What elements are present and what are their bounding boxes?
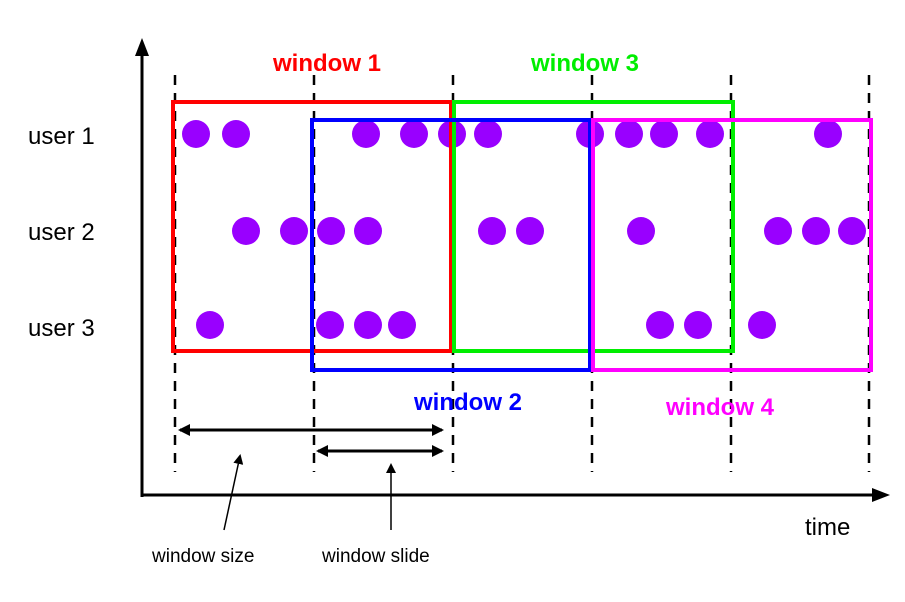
x-axis-arrowhead xyxy=(872,488,890,502)
x-axis-label: time xyxy=(805,514,850,541)
event-dot-user2 xyxy=(317,217,345,245)
user-2-label: user 2 xyxy=(28,219,95,246)
event-dot-user2 xyxy=(280,217,308,245)
event-dot-user1 xyxy=(222,120,250,148)
event-dot-user3 xyxy=(196,311,224,339)
event-dot-user2 xyxy=(232,217,260,245)
window-2-label: window 2 xyxy=(413,389,522,416)
event-dot-user3 xyxy=(388,311,416,339)
event-dot-user3 xyxy=(354,311,382,339)
user-3-label: user 3 xyxy=(28,315,95,342)
window-3-label: window 3 xyxy=(530,50,639,77)
event-dot-user2 xyxy=(802,217,830,245)
window-4-box xyxy=(591,118,873,372)
user-1-label: user 1 xyxy=(28,123,95,150)
event-dot-user1 xyxy=(814,120,842,148)
event-dot-user3 xyxy=(684,311,712,339)
event-dot-user1 xyxy=(474,120,502,148)
event-dot-user1 xyxy=(615,120,643,148)
event-dot-user2 xyxy=(478,217,506,245)
event-dot-user1 xyxy=(400,120,428,148)
event-dot-user2 xyxy=(838,217,866,245)
event-dot-user1 xyxy=(352,120,380,148)
event-dot-user2 xyxy=(516,217,544,245)
window-slide-annotation: window slide xyxy=(321,546,430,567)
event-dot-user2 xyxy=(764,217,792,245)
window-size-annotation: window size xyxy=(151,546,254,567)
event-dot-user1 xyxy=(696,120,724,148)
window-1-label: window 1 xyxy=(272,50,381,77)
event-dot-user2 xyxy=(627,217,655,245)
window-4-label: window 4 xyxy=(665,394,775,421)
event-dot-user2 xyxy=(354,217,382,245)
window-size-pointer xyxy=(223,454,244,531)
event-dot-user1 xyxy=(650,120,678,148)
y-axis-arrowhead xyxy=(135,38,149,56)
event-dot-user1 xyxy=(182,120,210,148)
window-2-box xyxy=(310,118,592,372)
event-dot-user3 xyxy=(316,311,344,339)
events xyxy=(182,120,866,339)
event-dot-user3 xyxy=(646,311,674,339)
event-dot-user3 xyxy=(748,311,776,339)
